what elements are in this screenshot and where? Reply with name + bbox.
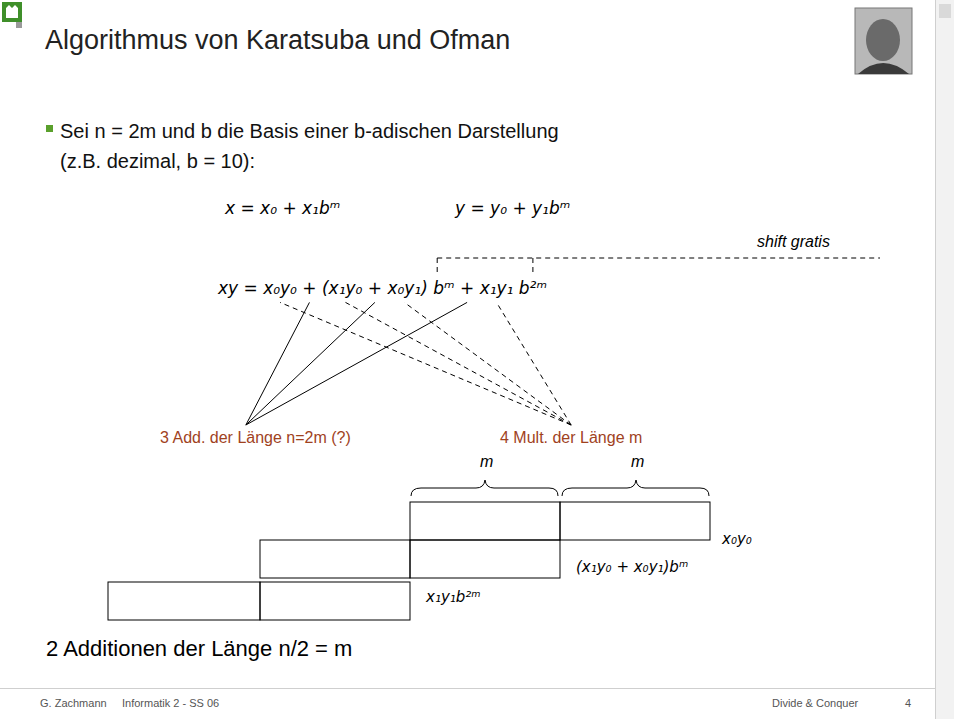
box-label: x₁y₁b²ᵐ bbox=[426, 588, 481, 606]
product-box bbox=[260, 540, 410, 578]
staircase-boxes bbox=[108, 502, 710, 620]
brace bbox=[411, 480, 558, 496]
logo-square bbox=[16, 22, 22, 28]
side-strip bbox=[936, 0, 954, 719]
dimension: m bbox=[480, 452, 493, 471]
summary-text: 2 Additionen der Länge n/2 = m bbox=[46, 636, 352, 662]
portrait-body bbox=[858, 63, 909, 74]
shift-line bbox=[437, 258, 880, 259]
annotation: 3 Add. der Länge n=2m (?) bbox=[160, 428, 351, 447]
bullet-text: Sei n = 2m und b die Basis einer b-adisc… bbox=[60, 116, 580, 176]
shift-note: shift gratis bbox=[757, 232, 830, 251]
product-box bbox=[410, 502, 560, 540]
frame-line bbox=[935, 0, 936, 719]
portrait-face bbox=[866, 19, 900, 61]
product-box bbox=[108, 582, 260, 620]
footer-text: G. Zachmann bbox=[40, 697, 107, 710]
portrait-photo bbox=[855, 8, 912, 74]
bullet-square bbox=[46, 125, 53, 132]
brace bbox=[562, 480, 709, 496]
footer-text: Informatik 2 - SS 06 bbox=[122, 697, 219, 710]
leader-line bbox=[280, 302, 571, 425]
footer-text: 4 bbox=[905, 697, 911, 710]
logo-mark bbox=[6, 5, 18, 18]
leader-line bbox=[246, 302, 310, 425]
leader-line bbox=[497, 302, 572, 425]
side-icon bbox=[939, 4, 951, 18]
shift-line bbox=[437, 258, 438, 275]
leader-line bbox=[246, 302, 467, 425]
product-formula: xy = x₀y₀ + (x₁y₀ + x₀y₁) bᵐ + x₁y₁ b²ᵐ bbox=[218, 278, 547, 298]
product-box bbox=[560, 502, 710, 540]
footer-text: Divide & Conquer bbox=[772, 697, 858, 710]
leader-line bbox=[345, 302, 571, 425]
slide-title: Algorithmus von Karatsuba und Ofman bbox=[45, 24, 510, 56]
box-label: (x₁y₀ + x₀y₁)bᵐ bbox=[576, 558, 688, 576]
university-logo bbox=[2, 2, 22, 22]
dimension: m bbox=[631, 452, 644, 471]
shift-line bbox=[532, 258, 533, 275]
formula: x = x₀ + x₁bᵐ bbox=[225, 198, 340, 218]
product-box bbox=[260, 582, 410, 620]
formula: y = y₀ + y₁bᵐ bbox=[455, 198, 570, 218]
product-box bbox=[410, 540, 560, 578]
annotation: 4 Mult. der Länge m bbox=[500, 428, 642, 447]
footer-line bbox=[0, 688, 935, 689]
leader-line bbox=[404, 302, 571, 425]
box-label: x₀y₀ bbox=[722, 530, 752, 548]
